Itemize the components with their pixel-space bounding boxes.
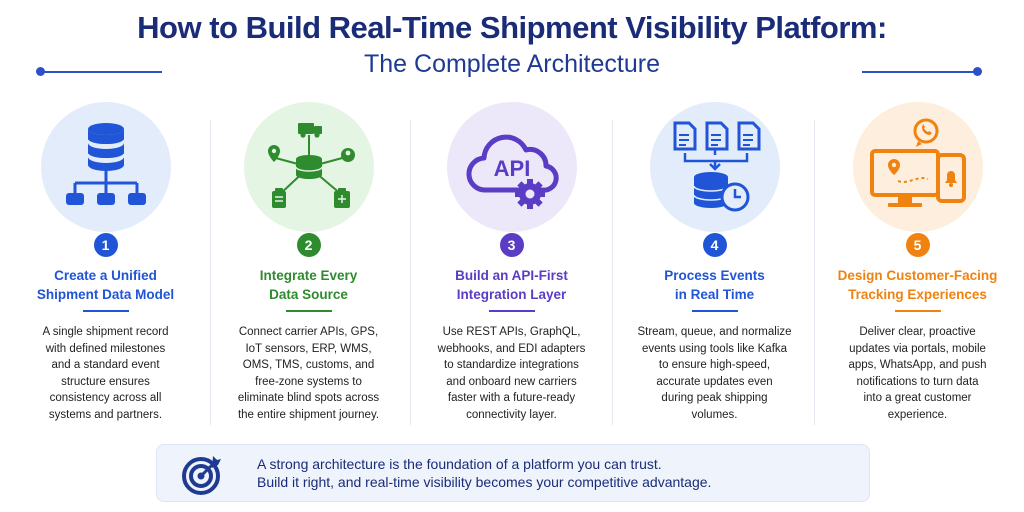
page-title: How to Build Real-Time Shipment Visibili… [137, 10, 887, 45]
api-cloud-gear-icon: API [466, 134, 559, 209]
left-rule [40, 71, 162, 73]
step-2-description: Connect carrier APIs, GPS,IoT sensors, E… [237, 326, 380, 421]
column-divider [210, 120, 211, 425]
step-4-number: 4 [702, 233, 727, 257]
step-5-number: 5 [905, 233, 930, 257]
right-rule [862, 71, 978, 73]
step-4-underline [691, 310, 738, 312]
step-3-description: Use REST APIs, GraphQL,webhooks, and EDI… [437, 326, 586, 421]
step-5-icon-circle [852, 102, 983, 232]
data-hub-network-icon [267, 123, 355, 208]
step-1-number: 1 [93, 233, 118, 257]
banner-line-2: Build it right, and real-time visibility… [257, 473, 712, 490]
database-hierarchy-icon [65, 123, 146, 205]
svg-text:API: API [493, 156, 530, 181]
documents-database-clock-icon [673, 121, 760, 212]
step-3-icon-circle: API [446, 102, 577, 232]
step-2-icon-circle [243, 102, 374, 232]
column-divider [612, 120, 613, 425]
step-1-underline [82, 310, 129, 312]
column-divider [814, 120, 815, 425]
column-divider [410, 120, 411, 425]
right-rule-dot [973, 67, 982, 76]
step-4-icon-circle [649, 102, 780, 232]
banner-text: A strong architecture is the foundation … [257, 456, 711, 491]
monitor-phone-tracking-icon [869, 118, 966, 207]
step-2-number: 2 [296, 233, 321, 257]
step-2-underline [285, 310, 332, 312]
step-5-underline [894, 310, 941, 312]
header: How to Build Real-Time Shipment Visibili… [0, 8, 1024, 80]
step-1-icon-circle [40, 102, 171, 232]
step-3-number: 3 [499, 233, 524, 257]
step-3-underline [488, 310, 535, 312]
banner-line-1: A strong architecture is the foundation … [257, 456, 662, 472]
footer-banner: A strong architecture is the foundation … [156, 444, 870, 502]
page-subtitle: The Complete Architecture [364, 50, 660, 78]
target-arrow-icon [182, 456, 221, 495]
